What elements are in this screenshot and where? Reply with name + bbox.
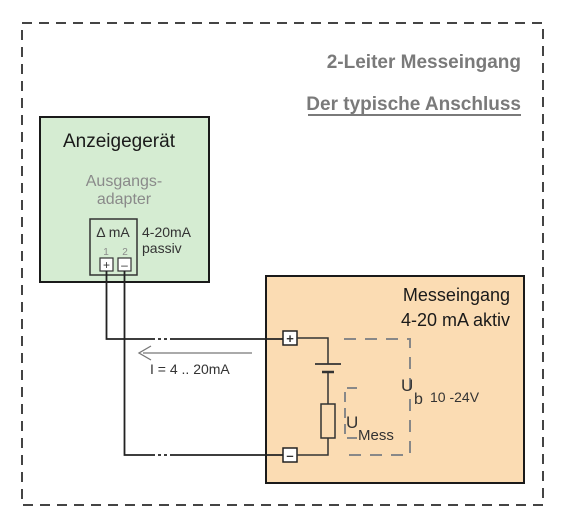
- wire-plus: [105, 271, 152, 340]
- adapter-label-line2: adapter: [97, 191, 152, 208]
- u-b-main: U: [401, 376, 413, 395]
- adapter-box: [89, 218, 138, 276]
- delta-ma-symbol: Δ mA: [96, 224, 130, 240]
- current-arrow-head: [137, 345, 152, 361]
- adapter-spec-line2: passiv: [142, 240, 182, 256]
- input-minus-symbol: –: [286, 448, 293, 463]
- adapter-spec-line1: 4-20mA: [142, 224, 192, 240]
- diagram-subtitle: Der typische Anschluss: [306, 94, 521, 115]
- internal-wire-bottom: [297, 438, 329, 456]
- ub-dashed-bracket: [344, 338, 411, 456]
- u-b-sub: b: [414, 391, 423, 408]
- pin-1-label: 1: [103, 247, 109, 258]
- u-b-range: 10 -24V: [430, 389, 480, 405]
- measure-input-title-line1: Messeingang: [403, 285, 510, 305]
- current-label: I = 4 .. 20mA: [150, 361, 230, 377]
- display-device-title: Anzeigegerät: [63, 131, 176, 152]
- adapter-plus-symbol: +: [103, 258, 110, 272]
- umess-dashed-bracket: [344, 387, 357, 439]
- measure-input-box: [265, 275, 525, 484]
- internal-wire-top: [297, 337, 329, 364]
- adapter-label-line1: Ausgangs-: [86, 173, 163, 190]
- display-device-box: [39, 116, 210, 283]
- pin-2-label: 2: [122, 247, 128, 258]
- u-mess-sub: Mess: [358, 427, 394, 444]
- wire-minus: [123, 271, 152, 456]
- measure-input-title-line2: 4-20 mA aktiv: [401, 310, 510, 330]
- diagram-title: 2-Leiter Messeingang: [327, 52, 521, 73]
- outer-dashed-frame: [21, 22, 544, 506]
- input-plus-symbol: +: [286, 331, 294, 346]
- adapter-minus-symbol: –: [121, 258, 128, 272]
- u-mess-main: U: [346, 413, 358, 432]
